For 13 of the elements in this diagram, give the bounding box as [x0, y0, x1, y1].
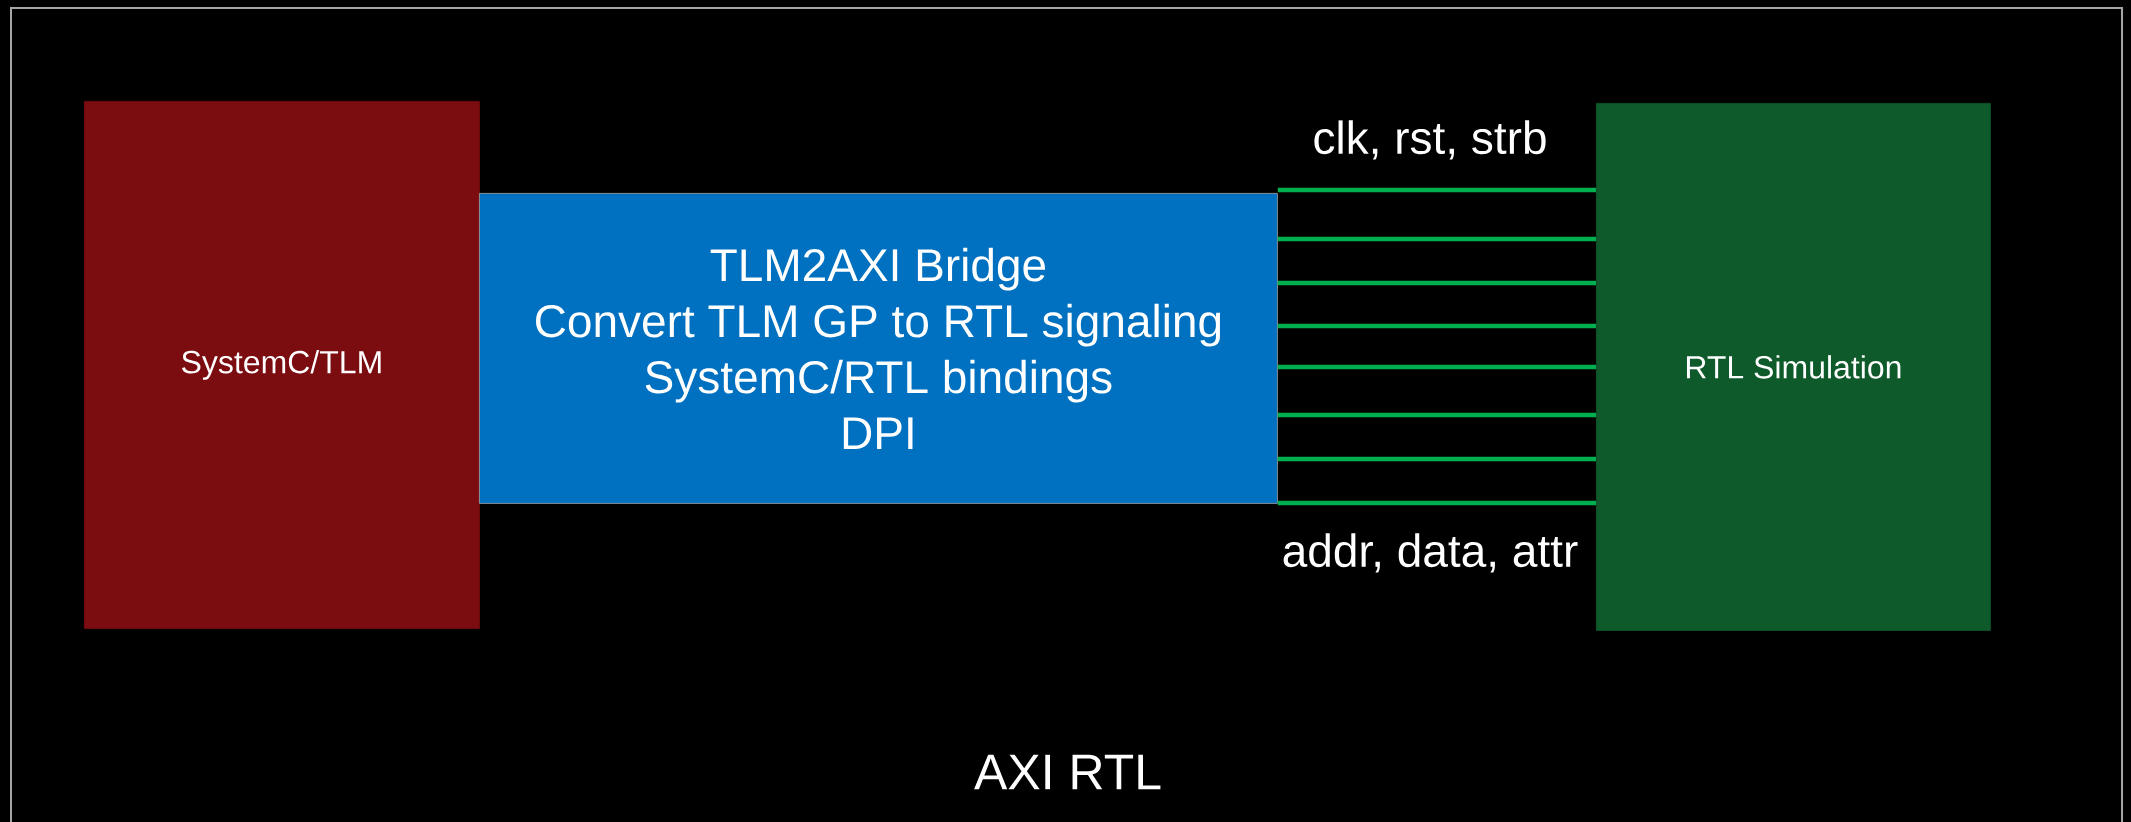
signal-label: clk, rst, strb — [1314, 120, 1546, 160]
signal-line — [1277, 364, 1596, 370]
process-box: RTL Simulation — [1596, 103, 1991, 631]
signal-line — [1277, 280, 1596, 286]
process-box: SystemC/TLM — [84, 101, 480, 629]
signal-line — [1277, 500, 1596, 506]
signal-line — [1277, 236, 1596, 242]
signal-line — [1277, 412, 1596, 418]
signal-line — [1277, 456, 1596, 462]
signal-line — [1277, 187, 1596, 193]
bridge-box: TLM2AXI Bridge Convert TLM GP to RTL signaling SystemC/RTL bindings DPI — [479, 193, 1278, 504]
signal-label: addr, data, attr — [1283, 533, 1578, 573]
signal-line — [1277, 323, 1596, 329]
